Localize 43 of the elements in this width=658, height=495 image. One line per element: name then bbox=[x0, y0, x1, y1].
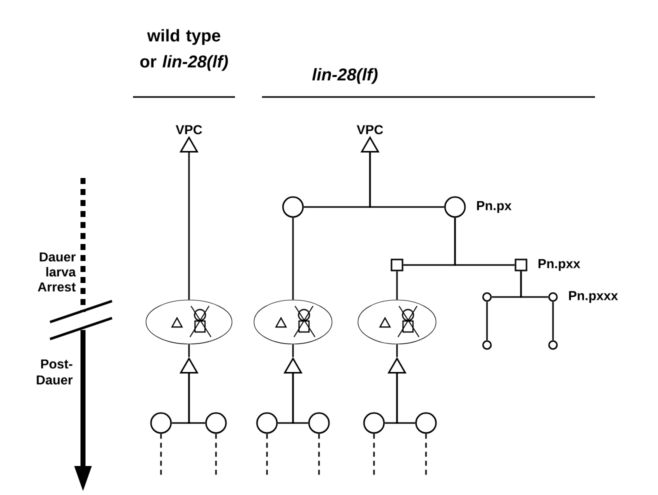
lineage-line bbox=[520, 271, 548, 298]
lineage-line bbox=[292, 344, 294, 357]
square-symbol bbox=[514, 258, 528, 272]
lineage-line bbox=[486, 302, 488, 340]
stage-label: Post-Dauer bbox=[36, 359, 73, 385]
lineage-line bbox=[292, 374, 308, 424]
circle-symbol bbox=[205, 412, 227, 434]
circle-symbol bbox=[150, 412, 172, 434]
dashed-line bbox=[266, 434, 268, 478]
circle-symbol bbox=[444, 196, 466, 218]
cell-label: Pn.px bbox=[477, 201, 512, 213]
lineage-line bbox=[188, 152, 190, 300]
circle-symbol bbox=[282, 196, 304, 218]
circle-symbol bbox=[482, 292, 492, 302]
circle-symbol bbox=[308, 412, 330, 434]
dashed-line bbox=[318, 434, 320, 478]
dashed-line bbox=[373, 434, 375, 478]
lineage-line bbox=[292, 218, 294, 300]
circle-symbol bbox=[482, 340, 492, 350]
lineage-line bbox=[552, 302, 554, 340]
square-symbol bbox=[390, 258, 404, 272]
lineage-line bbox=[396, 271, 398, 300]
dashed-line bbox=[215, 434, 217, 478]
circle-symbol bbox=[363, 412, 385, 434]
circle-symbol bbox=[548, 292, 558, 302]
lineage-line bbox=[396, 344, 398, 357]
stage-label: Dauer larva Arrest bbox=[38, 252, 76, 292]
cell-label: Pn.pxxx bbox=[569, 291, 618, 303]
cell-label: VPC bbox=[356, 125, 384, 134]
lineage-line bbox=[396, 374, 416, 424]
circle-symbol bbox=[256, 412, 278, 434]
lineage-line bbox=[188, 374, 206, 424]
circle-symbol bbox=[415, 412, 437, 434]
column-heading: wild type or lin-28(lf) bbox=[140, 29, 228, 71]
circle-symbol bbox=[548, 340, 558, 350]
dashed-line bbox=[160, 434, 162, 478]
cell-label: VPC bbox=[176, 125, 202, 134]
lineage-line bbox=[369, 152, 444, 208]
cell-label: Pn.pxx bbox=[538, 259, 580, 271]
lineage-line bbox=[188, 344, 190, 357]
dashed-line bbox=[425, 434, 427, 478]
lineage-line bbox=[454, 218, 515, 266]
column-heading: lin-28(lf) bbox=[312, 68, 378, 84]
